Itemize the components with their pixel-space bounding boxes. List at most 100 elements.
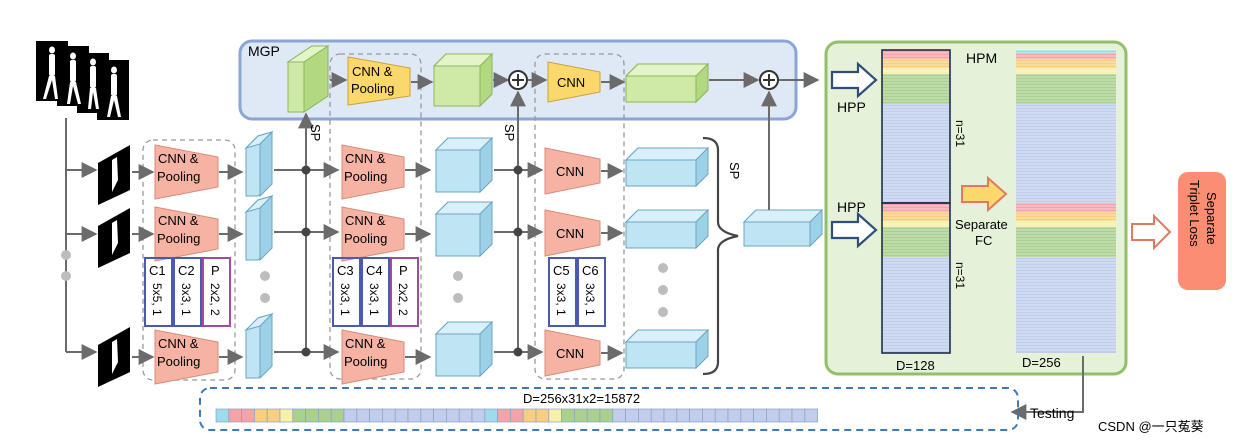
feature-stripe — [1016, 65, 1116, 68]
feature-stripe — [882, 269, 950, 272]
hpm-label: HPM — [966, 50, 997, 66]
hpp-arrow-2 — [830, 211, 878, 249]
vector-cell — [420, 408, 434, 423]
dot — [658, 285, 668, 295]
vector-cell — [266, 408, 281, 423]
dot — [260, 271, 270, 281]
feature-stripe — [1016, 125, 1116, 128]
feature-stripe — [1016, 239, 1116, 242]
feature-stripe — [1016, 284, 1116, 287]
feature-stripe — [882, 347, 950, 350]
vector-cell — [369, 408, 383, 423]
vector-cell — [638, 408, 652, 423]
feature-stripe — [882, 59, 950, 62]
feature-stripe — [882, 98, 950, 101]
cnn-block: CNN — [544, 209, 601, 257]
mgp-label: MGP — [248, 43, 280, 59]
feature-map-cube — [244, 194, 274, 262]
feature-stripe — [882, 278, 950, 281]
svg-text:CNN &: CNN & — [345, 213, 386, 228]
feature-stripe — [882, 143, 950, 146]
feature-stripe — [1016, 140, 1116, 143]
svg-text:CNN &: CNN & — [158, 151, 199, 166]
feature-stripe — [882, 236, 950, 239]
mgp-cnn: CNN — [547, 61, 601, 103]
feature-stripe — [1016, 122, 1116, 125]
feature-stripe — [882, 140, 950, 143]
feature-stripe — [1016, 350, 1116, 353]
final-feature-frame — [199, 387, 1019, 431]
feature-stripe — [882, 290, 950, 293]
feature-stripe — [1016, 134, 1116, 137]
feature-stripe — [1016, 218, 1116, 221]
feature-stripe — [882, 158, 950, 161]
feature-stripe — [882, 245, 950, 248]
feature-stripe — [882, 272, 950, 275]
feature-stripe — [882, 182, 950, 185]
cnn-pooling-block: CNN & Pooling — [154, 144, 219, 200]
set-pooling-bracket — [702, 136, 739, 376]
feature-stripe — [1016, 287, 1116, 290]
feature-stripe — [1016, 107, 1116, 110]
svg-text:2x2, 2: 2x2, 2 — [208, 283, 222, 316]
svg-text:C5: C5 — [553, 263, 570, 278]
svg-text:C6: C6 — [582, 263, 599, 278]
feature-stripe — [882, 152, 950, 155]
feature-stripe — [1016, 59, 1116, 62]
feature-stripe — [1016, 320, 1116, 323]
feature-stripe — [1016, 251, 1116, 254]
feature-map-cube — [434, 136, 494, 194]
arrows-set3 — [601, 163, 624, 361]
loss-label-2: Triplet Loss — [1187, 180, 1202, 247]
svg-text:C2: C2 — [178, 263, 195, 278]
svg-text:Pooling: Pooling — [157, 231, 200, 246]
feature-stripe — [882, 131, 950, 134]
vector-cell — [753, 408, 767, 423]
mgp-cube-1 — [286, 45, 330, 113]
feature-stripe — [1016, 209, 1116, 212]
vector-cell — [599, 408, 614, 423]
feature-stripe — [1016, 50, 1116, 53]
plus-node-2 — [759, 70, 779, 90]
svg-text:3x3, 1: 3x3, 1 — [367, 283, 381, 316]
feature-stripe — [882, 194, 950, 197]
loss-label-1: Separate — [1204, 192, 1219, 245]
feature-stripe — [882, 338, 950, 341]
arrows-set1 — [132, 164, 244, 365]
feature-stripe — [882, 317, 950, 320]
vector-cell — [318, 408, 332, 423]
vector-cell — [471, 408, 486, 423]
svg-text:2x2, 2: 2x2, 2 — [396, 283, 410, 316]
svg-text:3x3, 1: 3x3, 1 — [583, 283, 597, 316]
feature-stripe — [1016, 116, 1116, 119]
feature-stripe — [882, 128, 950, 131]
sp-label-3: SP — [727, 162, 742, 179]
feature-stripe — [882, 179, 950, 182]
vector-cell — [458, 408, 473, 423]
feature-stripe — [1016, 257, 1116, 260]
feature-stripe — [882, 287, 950, 290]
feature-stripe — [882, 50, 950, 53]
feature-stripe — [882, 113, 950, 116]
feature-stripe — [1016, 227, 1116, 230]
feature-stripe — [1016, 332, 1116, 335]
final-dimension-label: D=256x31x2=15872 — [523, 391, 640, 406]
feature-stripe — [1016, 62, 1116, 65]
svg-text:3x3, 1: 3x3, 1 — [179, 283, 193, 316]
group-box-2 — [329, 53, 422, 380]
feature-stripe — [882, 251, 950, 254]
vector-cell — [510, 408, 524, 423]
vector-cell — [446, 408, 460, 423]
feature-map-cube — [244, 312, 274, 380]
feature-stripe — [1016, 182, 1116, 185]
vector-cell — [522, 408, 537, 423]
feature-stripe — [1016, 341, 1116, 344]
svg-text:Pooling: Pooling — [344, 169, 387, 184]
feature-stripe — [882, 74, 950, 77]
feature-stripe — [1016, 344, 1116, 347]
cnn-block: CNN — [544, 147, 601, 195]
svg-text:CNN &: CNN & — [158, 336, 199, 351]
vector-cell — [330, 408, 345, 423]
feature-stripe — [882, 71, 950, 74]
feature-stripe — [882, 335, 950, 338]
